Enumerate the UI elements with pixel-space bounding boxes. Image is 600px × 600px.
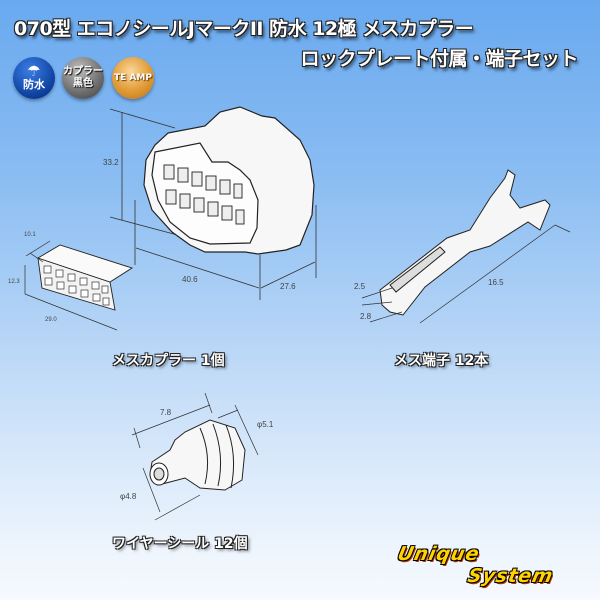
coupler-caption: メスカプラー 1個 [112,353,225,369]
terminal-width2-dim: 2.8 [360,312,372,321]
umbrella-icon: ☂ [27,61,41,80]
lock-plate-width-dim: 29.0 [45,317,57,323]
wire-seal-caption: ワイヤーシール 12個 [112,536,248,552]
coupler-width-dim: 40.6 [182,275,198,284]
terminal-caption: メス端子 12本 [394,353,489,369]
coupler-height-dim: 33.2 [103,158,119,167]
seal-length-dim: 7.8 [160,408,172,417]
coupler-color-badge: カプラー 黒色 [62,57,104,99]
product-title-line2: ロックプレート付属・端子セット [300,48,578,70]
waterproof-badge: ☂ 防水 [13,57,55,99]
unique-system-logo-line1: Unique [395,543,482,565]
lock-plate-depth-dim: 10.1 [24,232,36,238]
unique-system-logo-line2: System [465,565,556,587]
lock-plate-height-dim: 12.3 [8,279,20,285]
terminal-length-dim: 16.5 [488,278,504,287]
coupler-depth-dim: 27.6 [280,282,296,291]
terminal-width1-dim: 2.5 [354,282,366,291]
seal-outer-diameter-dim: φ5.1 [257,420,274,429]
seal-inner-diameter-dim: φ4.8 [120,492,137,501]
te-amp-badge: TE AMP [112,57,154,99]
product-title-line1: 070型 エコノシールJマークII 防水 12極 メスカプラー [14,18,474,40]
